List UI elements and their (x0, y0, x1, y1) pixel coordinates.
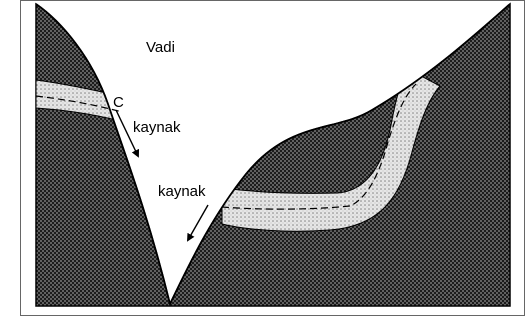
label-valley: Vadi (146, 39, 175, 56)
spring-arrow-upper (115, 109, 140, 158)
label-spring-lower: kaynak (158, 183, 206, 200)
spring-arrow-lower (187, 204, 209, 242)
label-point-c: C (113, 94, 124, 111)
aquifer-layer-right (221, 69, 441, 232)
label-spring-upper: kaynak (133, 119, 181, 136)
aquifer-layers (36, 69, 441, 232)
water-table-line-right (221, 83, 417, 210)
water-table-line-left (35, 95, 123, 113)
valley-surface-outline (35, 3, 511, 307)
